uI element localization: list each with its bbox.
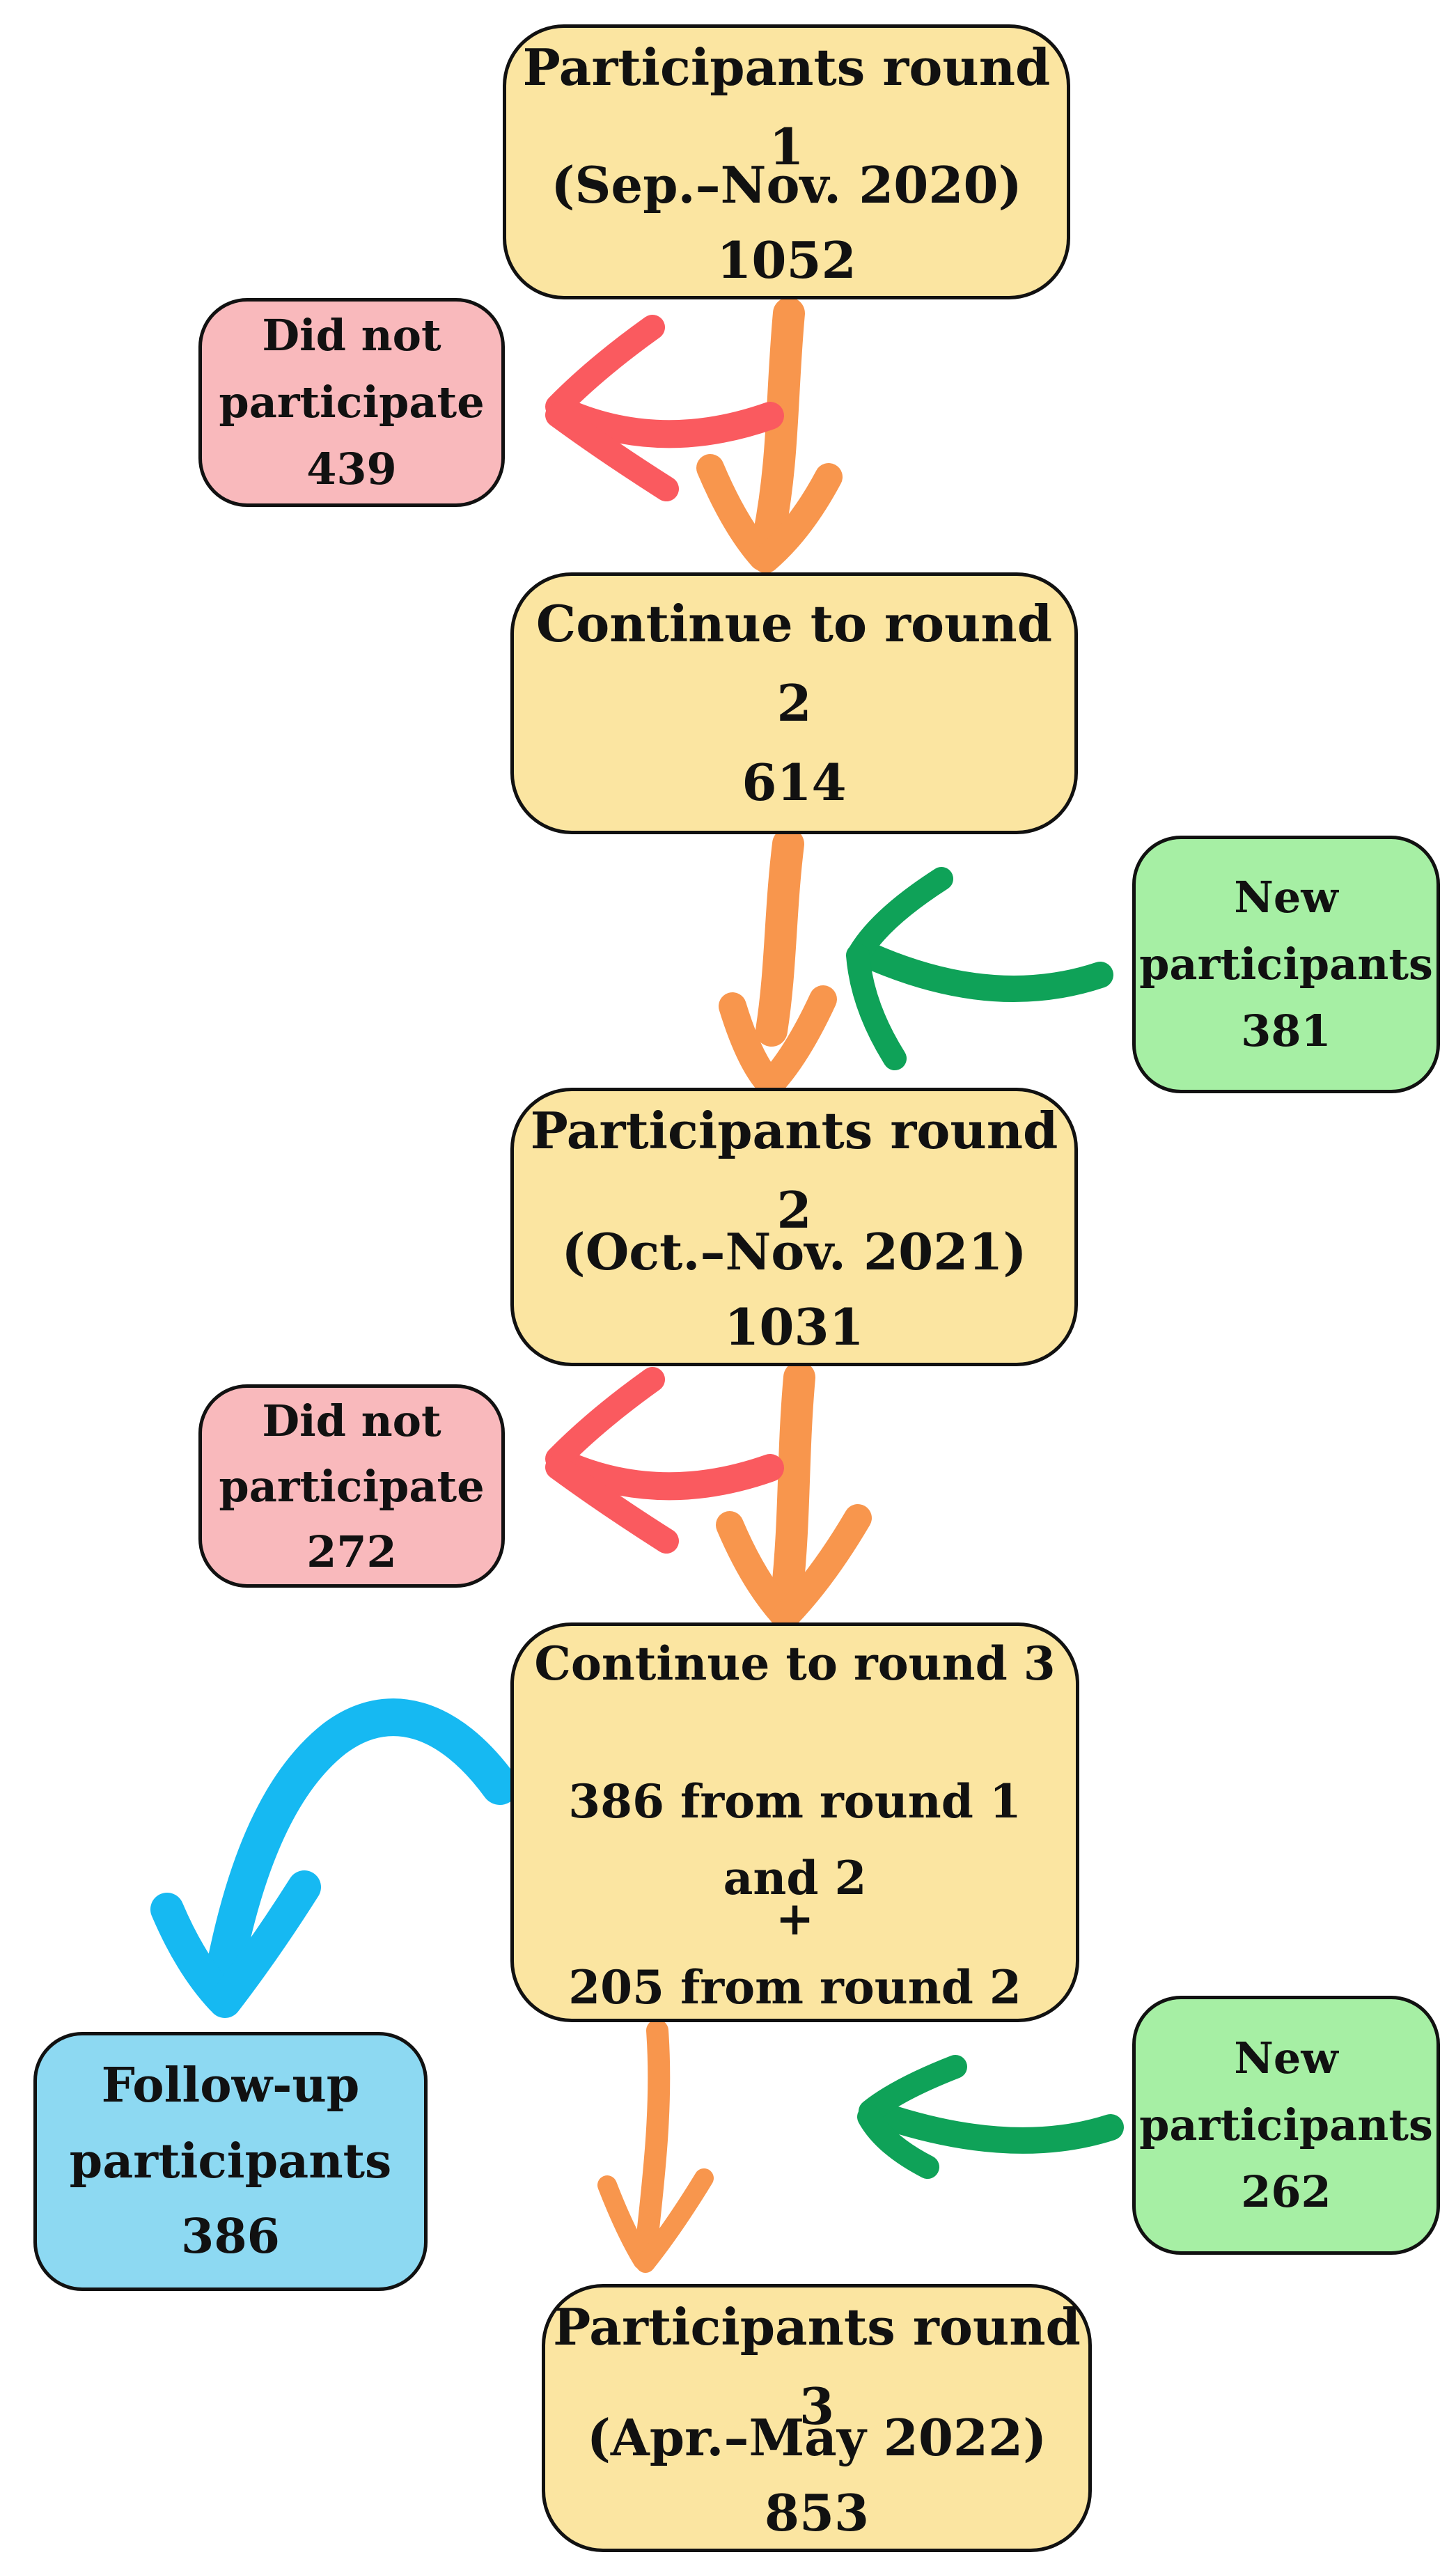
node-line: participants bbox=[1139, 2099, 1433, 2150]
node-line: Participants round 2 bbox=[530, 1101, 1058, 1239]
arrow-shaft bbox=[870, 2102, 1124, 2154]
node-line: (Sep.–Nov. 2020) bbox=[551, 155, 1022, 214]
arrow-did-not-participate-2 bbox=[545, 1367, 784, 1554]
node-line: 1052 bbox=[717, 230, 856, 290]
node-line: Continue to round 2 bbox=[535, 594, 1053, 733]
arrow-continue-down-3 bbox=[716, 1361, 872, 1629]
arrow-wing-right bbox=[636, 2168, 714, 2273]
arrow-new-participants-2 bbox=[857, 2055, 1124, 2179]
arrow-shaft bbox=[771, 1361, 815, 1611]
node-did-not-participate-1: Did not participate 439 bbox=[198, 298, 505, 507]
node-line: participate bbox=[219, 1461, 485, 1512]
arrow-shaft bbox=[861, 944, 1113, 1002]
arrow-shaft bbox=[208, 1698, 519, 1977]
node-follow-up-participants: Follow-up participants 386 bbox=[33, 2032, 428, 2291]
node-did-not-participate-2: Did not participate 272 bbox=[198, 1384, 505, 1588]
node-line: 205 from round 2 bbox=[568, 1960, 1021, 2015]
arrow-wing-right bbox=[757, 985, 837, 1097]
arrow-wing-right bbox=[752, 463, 843, 573]
arrow-wing-upper bbox=[545, 1367, 665, 1471]
node-line: 386 bbox=[181, 2209, 280, 2265]
node-line: Participants round 1 bbox=[522, 38, 1051, 176]
arrow-wing-upper bbox=[848, 867, 953, 964]
arrow-wing-lower bbox=[545, 402, 679, 501]
arrow-shaft bbox=[551, 1450, 784, 1501]
node-line: participate bbox=[219, 376, 485, 428]
node-line: 272 bbox=[306, 1526, 397, 1577]
arrow-shaft bbox=[636, 2019, 671, 2252]
arrow-wing-left bbox=[696, 454, 776, 571]
node-line: 381 bbox=[1241, 1006, 1331, 1057]
arrow-wing-lower bbox=[846, 944, 907, 1070]
arrow-shaft bbox=[756, 828, 804, 1047]
node-line: 1031 bbox=[724, 1297, 864, 1356]
node-line: New bbox=[1234, 871, 1338, 923]
node-line: 853 bbox=[764, 2483, 870, 2542]
node-continue-to-round-3: Continue to round 3 386 from round 1 and… bbox=[510, 1622, 1079, 2022]
arrow-wing-right bbox=[772, 1504, 872, 1629]
node-line: 614 bbox=[742, 752, 847, 812]
arrow-wing-lower bbox=[545, 1455, 679, 1554]
node-participants-round-1: Participants round 1 (Sep.–Nov. 2020) 10… bbox=[503, 24, 1070, 299]
arrow-wing-upper bbox=[859, 2055, 967, 2123]
node-continue-to-round-2: Continue to round 2 614 bbox=[510, 572, 1078, 834]
node-participants-round-3: Participants round 3 (Apr.–May 2022) 853 bbox=[542, 2284, 1092, 2552]
arrow-new-participants-1 bbox=[846, 867, 1113, 1070]
node-line: 386 from round 1 and 2 bbox=[568, 1774, 1021, 1905]
node-new-participants-1: New participants 381 bbox=[1132, 836, 1440, 1093]
node-line: 439 bbox=[306, 444, 397, 495]
node-line: Participants round 3 bbox=[553, 2297, 1081, 2436]
arrow-continue-down-4 bbox=[597, 2019, 714, 2273]
arrow-wing-lower bbox=[857, 2105, 939, 2179]
node-line bbox=[514, 1695, 1076, 1764]
arrow-wing-right bbox=[208, 1870, 321, 2018]
node-line: participants bbox=[69, 2133, 392, 2189]
arrow-did-not-participate-1 bbox=[545, 315, 784, 501]
node-line: Follow-up bbox=[101, 2057, 360, 2113]
arrow-continue-down-2 bbox=[719, 828, 837, 1097]
node-line: Did not bbox=[262, 1395, 441, 1446]
node-line: participants bbox=[1139, 938, 1433, 990]
arrow-wing-left bbox=[716, 1511, 797, 1627]
arrow-shaft bbox=[551, 398, 784, 448]
arrow-follow-up-curve bbox=[150, 1698, 519, 2018]
node-line: (Oct.–Nov. 2021) bbox=[561, 1222, 1027, 1281]
node-line: 262 bbox=[1241, 2166, 1331, 2218]
node-line: Did not bbox=[262, 309, 441, 361]
node-line: Continue to round 3 bbox=[534, 1636, 1056, 1691]
node-participants-round-2: Participants round 2 (Oct.–Nov. 2021) 10… bbox=[510, 1088, 1078, 1366]
arrow-shaft bbox=[752, 297, 805, 556]
node-line: + bbox=[775, 1891, 815, 1946]
node-new-participants-2: New participants 262 bbox=[1132, 1996, 1440, 2255]
arrow-wing-upper bbox=[545, 315, 665, 419]
node-line: (Apr.–May 2022) bbox=[586, 2408, 1047, 2467]
arrow-wing-left bbox=[597, 2175, 652, 2270]
node-line: New bbox=[1234, 2032, 1338, 2083]
arrow-continue-down-1 bbox=[696, 297, 843, 573]
